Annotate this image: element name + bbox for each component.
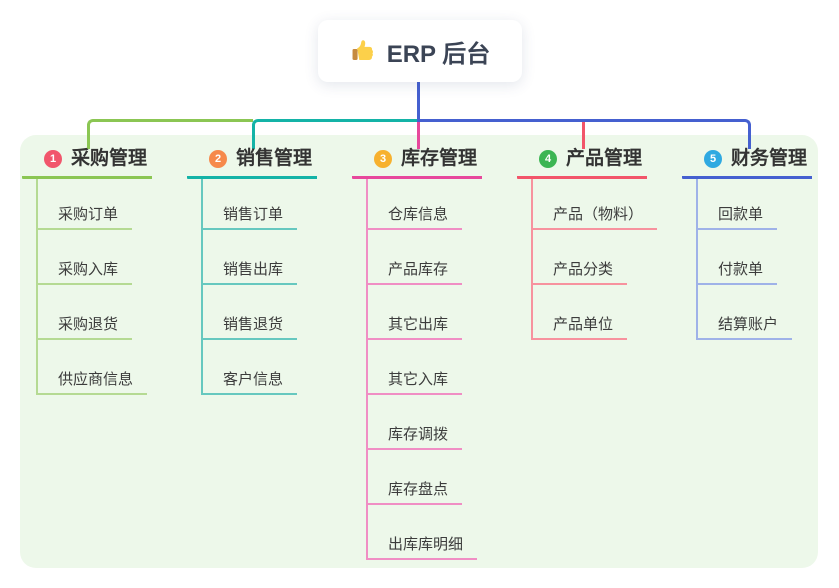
connector-rail-branch-2 [252, 119, 418, 149]
child-node[interactable]: 产品（物料） [531, 206, 658, 230]
child-node[interactable]: 回款单 [696, 206, 778, 230]
branch-header-5[interactable]: 5 财务管理 [682, 148, 812, 179]
connector-children-3 [366, 179, 368, 560]
branch-header-3[interactable]: 3 库存管理 [352, 148, 482, 179]
child-node[interactable]: 产品单位 [531, 316, 628, 340]
child-node[interactable]: 产品分类 [531, 261, 628, 285]
connector-children-2 [201, 179, 203, 395]
child-node[interactable]: 采购入库 [36, 261, 133, 285]
child-node[interactable]: 结算账户 [696, 316, 793, 340]
branch-header-2[interactable]: 2 销售管理 [187, 148, 317, 179]
connector-drop-branch-4 [582, 122, 585, 149]
child-node[interactable]: 采购退货 [36, 316, 133, 340]
child-node[interactable]: 付款单 [696, 261, 778, 285]
child-node[interactable]: 销售订单 [201, 206, 298, 230]
child-node[interactable]: 库存盘点 [366, 481, 463, 505]
child-node[interactable]: 出库库明细 [366, 536, 478, 560]
child-node[interactable]: 客户信息 [201, 371, 298, 395]
connector-root-drop [417, 82, 420, 122]
root-title: ERP 后台 [386, 40, 491, 68]
branch-header-1[interactable]: 1 采购管理 [22, 148, 152, 179]
mindmap-panel [20, 135, 818, 568]
child-node[interactable]: 销售出库 [201, 261, 298, 285]
child-node[interactable]: 销售退货 [201, 316, 298, 340]
child-node[interactable]: 供应商信息 [36, 371, 148, 395]
connector-children-5 [696, 179, 698, 340]
branch-number-badge: 5 [704, 150, 722, 168]
connector-rail-branch-1 [87, 119, 253, 149]
thumbs-up-icon [350, 38, 377, 65]
branch-number-badge: 1 [44, 150, 62, 168]
connector-rail-branch-5 [417, 119, 751, 149]
child-node[interactable]: 采购订单 [36, 206, 133, 230]
branch-number-badge: 3 [374, 150, 392, 168]
branch-label: 采购管理 [71, 148, 148, 169]
branch-label: 产品管理 [566, 148, 643, 169]
child-node[interactable]: 仓库信息 [366, 206, 463, 230]
branch-label: 财务管理 [731, 148, 808, 169]
child-node[interactable]: 其它入库 [366, 371, 463, 395]
branch-header-4[interactable]: 4 产品管理 [517, 148, 647, 179]
child-node[interactable]: 其它出库 [366, 316, 463, 340]
branch-number-badge: 4 [539, 150, 557, 168]
root-node[interactable]: ERP 后台 [318, 20, 522, 82]
branch-number-badge: 2 [209, 150, 227, 168]
connector-children-1 [36, 179, 38, 395]
branch-label: 销售管理 [236, 148, 313, 169]
branch-label: 库存管理 [401, 148, 478, 169]
connector-drop-branch-3 [417, 122, 420, 149]
child-node[interactable]: 产品库存 [366, 261, 463, 285]
child-node[interactable]: 库存调拨 [366, 426, 463, 450]
connector-children-4 [531, 179, 533, 340]
